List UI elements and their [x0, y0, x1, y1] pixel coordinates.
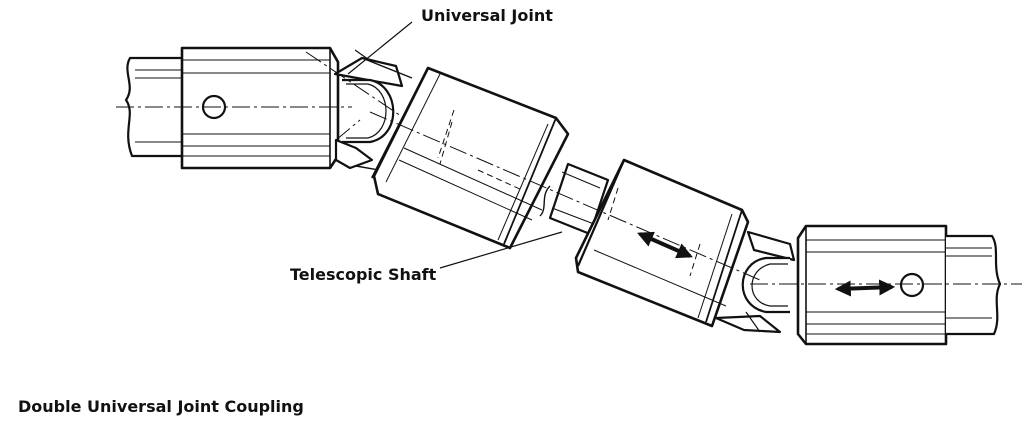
universal-joint-leader — [347, 21, 413, 75]
centerlines — [116, 51, 1022, 285]
left-cross-joint — [333, 49, 413, 173]
figure-caption: Double Universal Joint Coupling — [18, 397, 304, 416]
telescopic-shaft-leader — [439, 231, 563, 269]
first-tilted-tube — [371, 66, 570, 250]
telescopic-shaft — [539, 162, 610, 236]
leader-lines — [347, 21, 563, 269]
telescopic-shaft-label: Telescopic Shaft — [290, 265, 437, 284]
universal-joint-label: Universal Joint — [421, 6, 553, 25]
second-tilted-tube — [574, 158, 750, 328]
right-output-shaft — [946, 234, 1002, 336]
right-yoke-sleeve — [796, 224, 948, 346]
left-yoke-sleeve — [180, 46, 340, 170]
right-cross-joint — [714, 230, 796, 334]
